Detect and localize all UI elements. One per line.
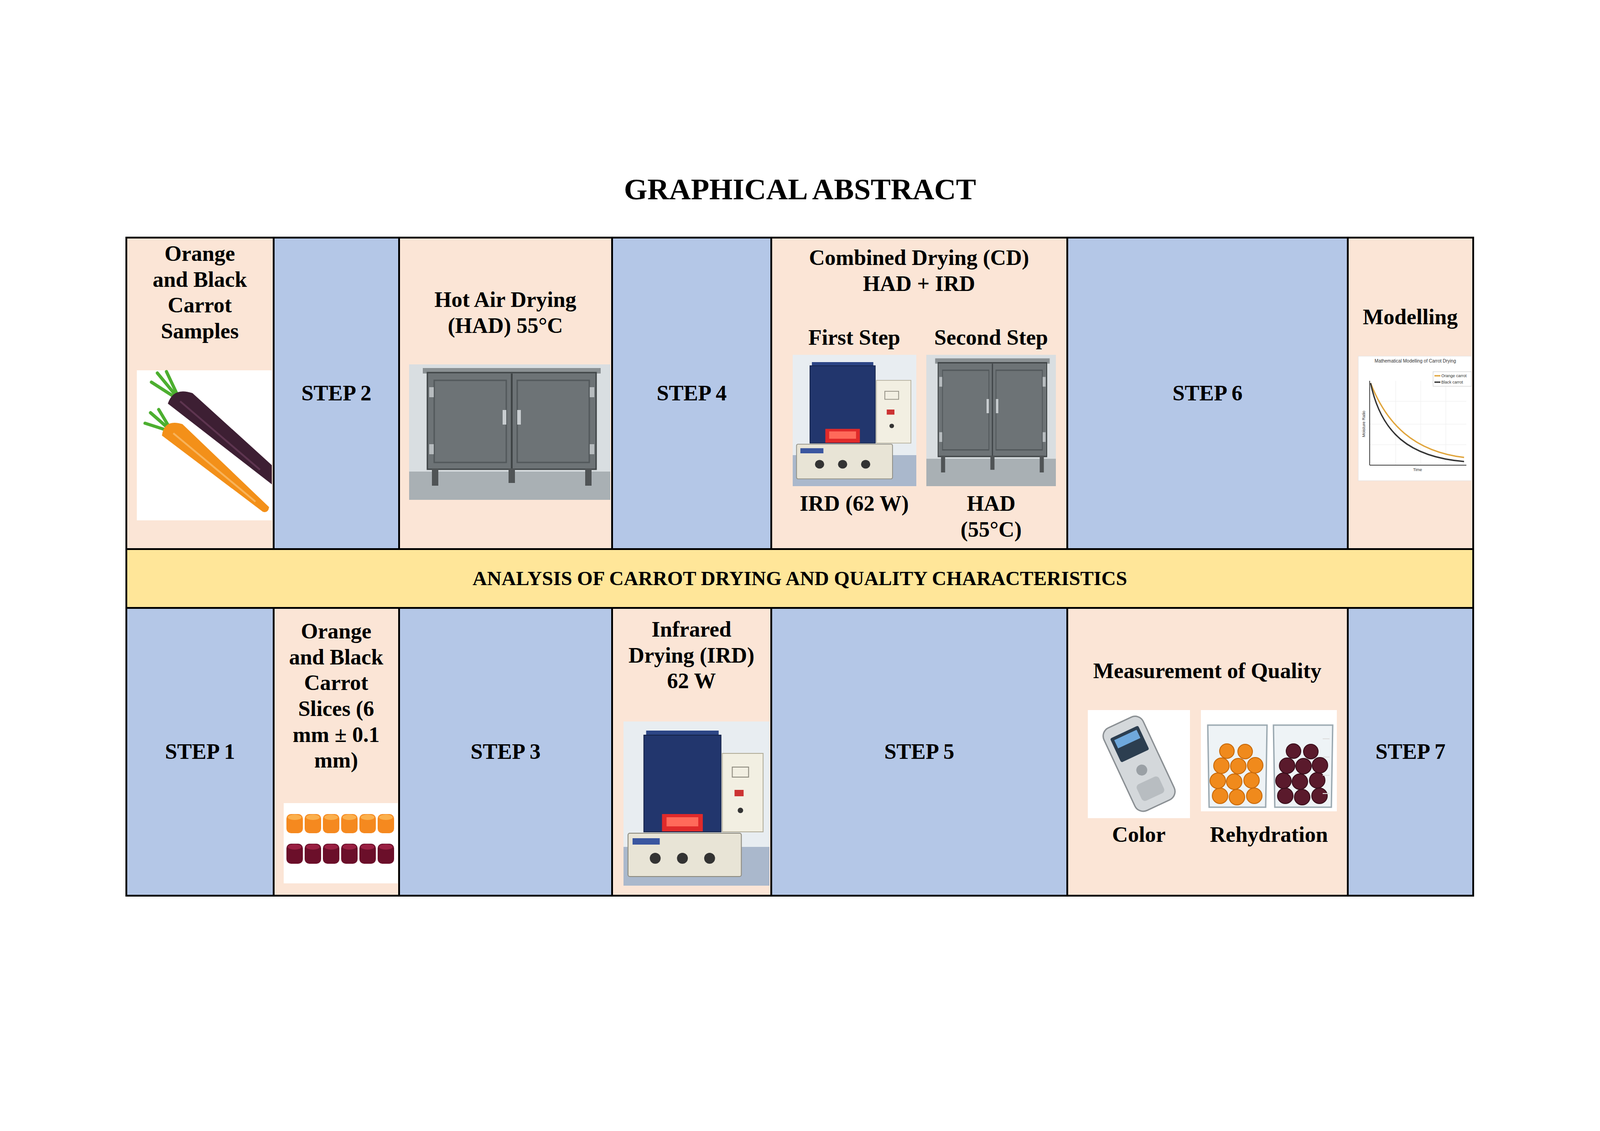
sub-label: IRD (62 W) <box>785 490 923 517</box>
cell-label: Measurement of Quality <box>1075 658 1340 685</box>
cell-label: Orange and Black Carrot Samples <box>145 240 255 345</box>
modelling-chart <box>1358 356 1472 481</box>
step-box: STEP 1 <box>125 607 275 897</box>
cell-label: Hot Air Drying (HAD) 55°C <box>414 286 597 339</box>
content-box: Combined Drying (CD) HAD + IRD First Step… <box>770 236 1069 551</box>
cell-label: Orange and Black Carrot Slices (6 mm ± 0… <box>288 618 385 774</box>
cell-label: STEP 2 <box>301 380 372 407</box>
cell-label: STEP 7 <box>1375 738 1446 765</box>
step-box: STEP 3 <box>398 607 613 897</box>
colorimeter-photo <box>1087 710 1190 819</box>
content-box: Measurement of QualityColor Rehydration <box>1066 607 1349 897</box>
cell-label: Infrared Drying (IRD) 62 W <box>625 616 758 695</box>
sub-label: First Step <box>794 324 914 351</box>
rehydration-beakers-photo <box>1200 710 1337 812</box>
band-title: ANALYSIS OF CARROT DRYING AND QUALITY CH… <box>472 566 1128 591</box>
step-box: STEP 6 <box>1066 236 1349 551</box>
content-box: Orange and Black Carrot Slices (6 mm ± 0… <box>272 607 400 897</box>
cell-label: STEP 6 <box>1172 380 1243 407</box>
page-title: GRAPHICAL ABSTRACT <box>0 171 1600 208</box>
step-box: STEP 5 <box>770 607 1069 897</box>
carrot-slices-photo <box>283 803 398 884</box>
axis-label: Time <box>1399 467 1436 473</box>
content-box: Orange and Black Carrot Samples <box>125 236 275 551</box>
axis-label: Moisture Ratio <box>1361 405 1367 442</box>
step-box: STEP 2 <box>272 236 400 551</box>
content-box: Infrared Drying (IRD) 62 W <box>611 607 773 897</box>
step-box: STEP 4 <box>611 236 773 551</box>
sub-label: Color <box>1093 821 1185 848</box>
legend-text: Orange carrot <box>1441 373 1467 379</box>
sub-label: HAD (55°C) <box>936 490 1046 543</box>
sub-label: Second Step <box>922 324 1060 351</box>
hot-air-oven-photo <box>409 354 1056 500</box>
cell-label: STEP 3 <box>470 738 541 765</box>
content-box: Modelling <box>1346 236 1475 551</box>
section-band: ANALYSIS OF CARROT DRYING AND QUALITY CH… <box>125 548 1475 609</box>
step-box: STEP 7 <box>1346 607 1475 897</box>
chart-title: Mathematical Modelling of Carrot Drying <box>1360 358 1471 364</box>
content-box: Hot Air Drying (HAD) 55°C <box>398 236 613 551</box>
cell-label: STEP 4 <box>656 380 727 407</box>
carrot-photo <box>136 370 272 521</box>
infrared-dryer-photo <box>623 354 917 886</box>
cell-label: STEP 5 <box>884 738 955 765</box>
sub-label: Rehydration <box>1200 821 1338 848</box>
cell-label: STEP 1 <box>165 738 235 765</box>
cell-label: Combined Drying (CD) HAD + IRD <box>800 244 1038 297</box>
legend-text: Black carrot <box>1441 379 1464 385</box>
cell-label: Modelling <box>1353 304 1468 331</box>
